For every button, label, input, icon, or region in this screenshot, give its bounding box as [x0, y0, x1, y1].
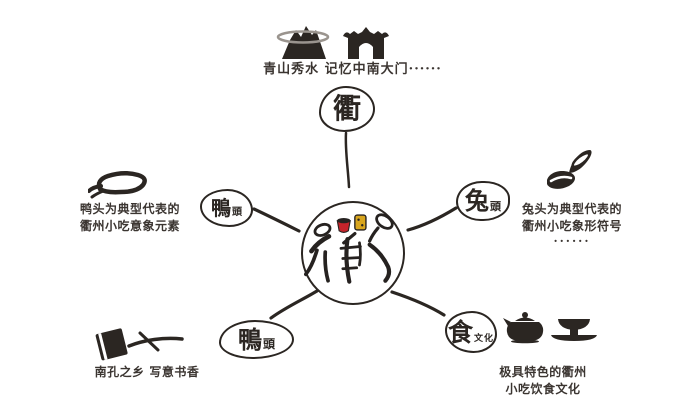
bottom-right-annotation-line2: 小吃饮食文化 [505, 382, 581, 396]
bottom-left-annotation: 南孔之乡 写意书香 [94, 365, 200, 379]
node-duck-head-bottom: 鴨 頭 [219, 320, 294, 359]
quzhou-calligraphy-logo [304, 213, 394, 284]
right-annotation-line1: 兔头为典型代表的 [521, 202, 622, 216]
teacup-icon [551, 319, 597, 341]
node-duck-head-left: 鴨 頭 [200, 189, 253, 227]
connector-top [344, 131, 351, 189]
connector-bottom-right [390, 290, 446, 317]
connector-right [406, 206, 458, 232]
node-food-small: 文化 [474, 334, 495, 344]
node-rabbit-head: 兔 頭 [456, 181, 510, 221]
node-qu-label: 衢 [332, 92, 361, 125]
node-duck-bottom-small: 頭 [262, 337, 275, 351]
node-rabbit-small: 頭 [490, 200, 501, 213]
rabbit-head-icon [547, 150, 592, 189]
node-food-main: 食 [447, 317, 473, 347]
logo-red-bowl [336, 218, 351, 233]
node-duck-left-small: 頭 [232, 207, 242, 218]
right-annotation: 兔头为典型代表的 衢州小吃象形符号 ······ [514, 201, 630, 247]
node-duck-bottom-main: 鴨 [237, 324, 262, 354]
node-qu: 衢 [319, 86, 375, 132]
left-annotation-line1: 鸭头为典型代表的 [79, 202, 180, 216]
right-annotation-ellipsis: ······ [553, 234, 591, 248]
writing-brush-icon [127, 331, 184, 352]
mountain-icon [276, 26, 330, 59]
teapot-icon [503, 312, 544, 344]
connector-left [252, 207, 301, 233]
connector-bottom-left [269, 289, 319, 320]
gate-icon [343, 27, 389, 59]
node-food-culture: 食 文化 [445, 311, 497, 353]
bottom-right-annotation: 极具特色的衢州 小吃饮食文化 [487, 364, 599, 398]
right-annotation-line2: 衢州小吃象形符号 [521, 219, 622, 233]
center-logo-node [301, 201, 405, 305]
node-rabbit-main: 兔 [465, 186, 489, 215]
logo-yellow-box [354, 214, 367, 231]
left-annotation-line2: 衢州小吃意象元素 [79, 219, 180, 233]
node-duck-left-main: 鴨 [211, 196, 231, 220]
book-icon [95, 328, 128, 361]
duck-head-icon [88, 171, 147, 199]
top-annotation: 青山秀水 记忆中南大门······ [263, 62, 442, 77]
left-annotation: 鸭头为典型代表的 衢州小吃意象元素 [68, 201, 192, 235]
bottom-right-annotation-line1: 极具特色的衢州 [499, 365, 587, 379]
